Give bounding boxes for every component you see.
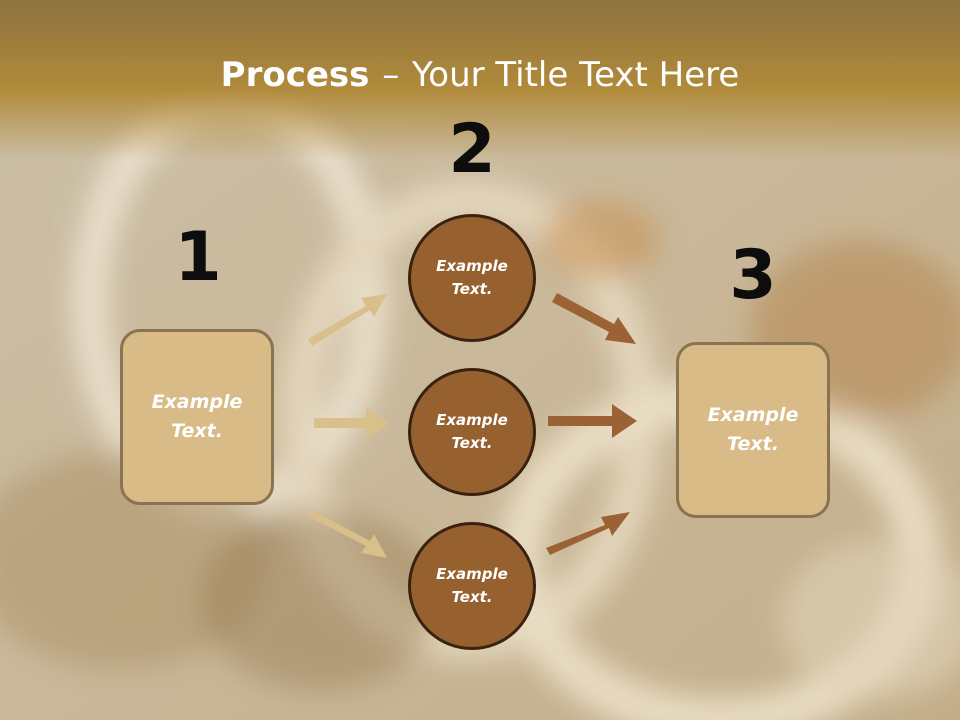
arrow-bottom-to-right [546,512,630,555]
step-number-2: 2 [448,110,496,189]
title-bold: Process [220,55,370,95]
circle-middle: Example Text. [408,368,536,496]
circle-bottom: Example Text. [408,522,536,650]
step-number-3: 3 [729,236,777,315]
circle-top-text: Example Text. [436,257,508,298]
circle-bottom-text: Example Text. [436,565,508,606]
left-process-box: Example Text. [120,329,274,505]
title-rest: Your Title Text Here [412,55,740,95]
step-number-1: 1 [174,218,222,297]
arrow-middle-to-right [548,404,637,438]
left-box-text: Example Text. [151,391,243,442]
right-box-text: Example Text. [707,404,799,455]
right-process-box: Example Text. [676,342,830,518]
arrow-left-to-bottom [308,510,387,558]
title-separator: – [382,55,400,95]
arrow-left-to-top [308,294,387,346]
arrow-top-to-right [552,293,636,344]
slide-title: Process – Your Title Text Here [0,52,960,98]
circle-middle-text: Example Text. [436,411,508,452]
arrow-left-to-middle [314,407,389,439]
circle-top: Example Text. [408,214,536,342]
